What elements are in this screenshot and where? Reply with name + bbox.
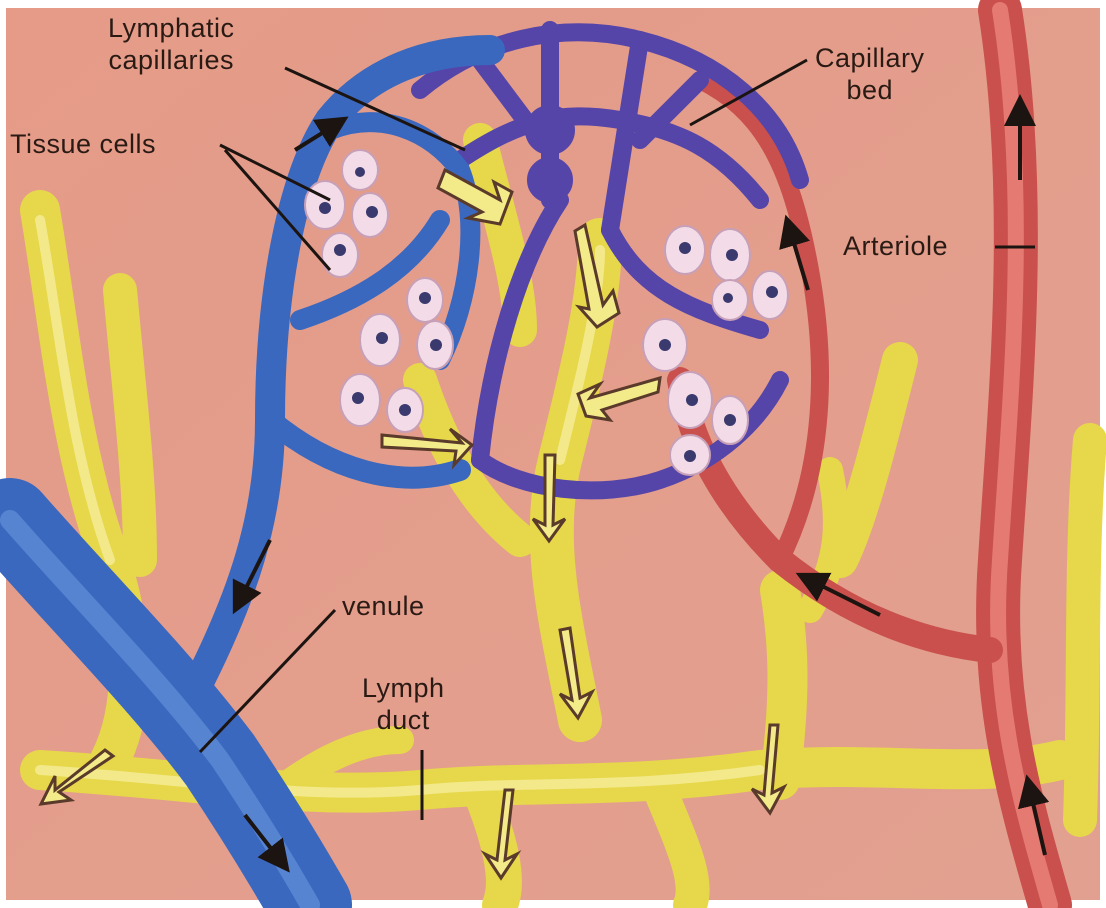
label-arteriole: Arteriole bbox=[843, 231, 949, 261]
label-lymphatic-capillaries: Lymphatic capillaries bbox=[108, 13, 235, 75]
tissue-cells bbox=[304, 149, 789, 476]
blood-flow-arrows bbox=[232, 94, 1050, 873]
label-lymph-duct: Lymph duct bbox=[362, 673, 445, 735]
label-tissue-cells: Tissue cells bbox=[10, 129, 157, 159]
leader-lines bbox=[198, 58, 1035, 820]
lymph-flow-arrows bbox=[38, 167, 788, 881]
label-capillary-bed: Capillary bed bbox=[815, 43, 925, 105]
label-venule: venule bbox=[342, 591, 425, 621]
